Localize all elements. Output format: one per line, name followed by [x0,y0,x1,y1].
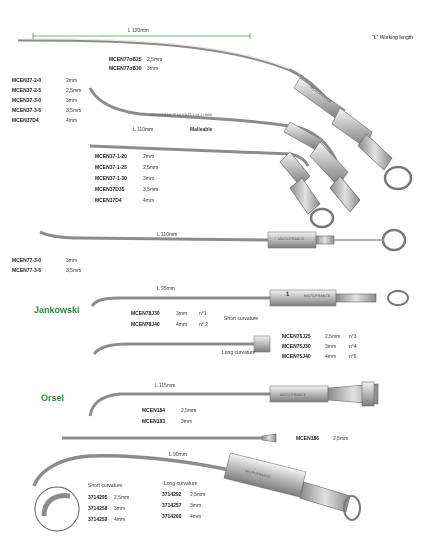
product-code: MCEN75J25 [282,334,311,340]
diameter: 2,5mm [66,88,82,94]
product-code: MCEN77-3-0 [12,258,42,264]
diameter: 3mm [143,176,155,182]
diameter: 2,5mm [333,436,349,442]
product-code: MCEN37-1-20 [95,154,127,160]
product-code: MCEN37-2-0 [12,78,42,84]
product-code: MCEN37-1-30 [95,176,127,182]
product-code: MCEN37-3-5 [12,108,42,114]
diameter: 4mm [176,322,188,328]
engraving-2: MICROFRANCE MCEN37-1 20 1 HIWA [150,113,213,117]
short-curvature-label-2: Short curvature [88,483,123,489]
length-label-120: L 120mm [128,28,149,34]
product-code: 3714292 [162,492,182,498]
product-code: 3714295 [88,495,108,501]
instrument-malleable-tube [88,87,361,213]
diameter: 4mm [325,354,337,360]
product-code: 3714259 [88,517,108,523]
curve-number: n° 2 [199,322,208,328]
instrument-suction-tube-120 [17,38,413,191]
curve-number: n°3 [349,334,357,340]
instrument-straight-tube [89,144,335,229]
diameter: 3mm [181,419,193,425]
instrument-jankowski-long [92,335,271,355]
product-code: MCEN186 [296,436,320,442]
instrument-orsel [88,381,379,417]
instrument-jankowski-short [90,289,409,307]
engraving-4: MICROFRANCE [304,294,331,298]
diameter: 3mm [66,258,78,264]
diameter: 4mm [190,514,202,520]
diameter: 4mm [143,198,155,204]
instrument-straight-thin [62,433,277,443]
long-curvature-label: Long curvature [222,350,256,356]
diameter: 2mm [143,154,155,160]
tip-detail-circle [34,486,80,532]
length-label-95: L 95mm [157,286,175,292]
product-code: MCEN78J30 [131,311,160,317]
diameter: 3mm [176,311,188,317]
diameter: 2mm [66,78,78,84]
diameter: 3,5mm [66,268,82,274]
curve-number: n°1 [199,311,207,317]
product-code: MCEN75J30 [282,344,311,350]
diameter: 2,5mm [190,492,206,498]
working-length-note: "L" Working length [372,35,413,41]
diameter: 4mm [66,118,78,124]
section-title-jankowski: Jankowski [34,305,80,315]
product-code: MCEN37-1-25 [95,165,127,171]
diameter: 4mm [114,517,126,523]
product-code: 3714258 [88,506,108,512]
diameter: 3,5mm [143,187,159,193]
diameter: 2,5mm [147,57,163,63]
length-label-115: L 115mm [155,383,176,389]
engraving-5: MICROFRANCE [280,393,307,397]
diameter: 2,5mm [325,334,341,340]
diameter: 3mm [66,98,78,104]
product-code: MCEN37-2-5 [12,88,42,94]
diameter: 3mm [325,344,337,350]
product-code: 3714257 [162,503,182,509]
product-code: MCEN37D4 [12,118,39,124]
length-label-110: L 110mm [133,127,154,133]
curve-number: n°5 [349,354,357,360]
product-code: MCEN75J40 [282,354,311,360]
instrument-large-curved [32,452,361,521]
short-curvature-label: Short curvature [224,316,259,322]
engraving-3: MICROFRANCE [278,237,305,241]
product-code: MCEN77oB30 [109,66,142,72]
diameter: 3,5mm [66,108,82,114]
product-code: MCEN77oB25 [109,57,142,63]
diameter: 3mm [190,503,202,509]
diameter: 2,5mm [143,165,159,171]
diameter: 2,5mm [114,495,130,501]
product-code: MCEN37D35 [95,187,125,193]
instrument-tube-110 [39,228,407,252]
product-code: MCEN183 [142,419,166,425]
product-code: MCEN37-3-0 [12,98,42,104]
malleable-label: Malleable [190,127,213,133]
long-curvature-label-2: Long curvature [164,481,198,487]
diameter: 3mm [114,506,126,512]
product-code: MCEN37D4 [95,198,122,204]
section-title-orsel: Orsel [41,393,65,403]
length-label-90: L 90mm [169,452,187,458]
curve-number: n°4 [349,344,357,350]
diameter: 2,5mm [181,408,197,414]
product-code: 3714260 [162,514,182,520]
product-code: MCEN184 [142,408,166,414]
product-code: MCEN77-3-5 [12,268,42,274]
length-label-110b: L 110mm [157,232,178,238]
diameter: 3mm [147,66,159,72]
engraving-6: 1 [286,292,290,298]
product-code: MCEN78J40 [131,322,160,328]
